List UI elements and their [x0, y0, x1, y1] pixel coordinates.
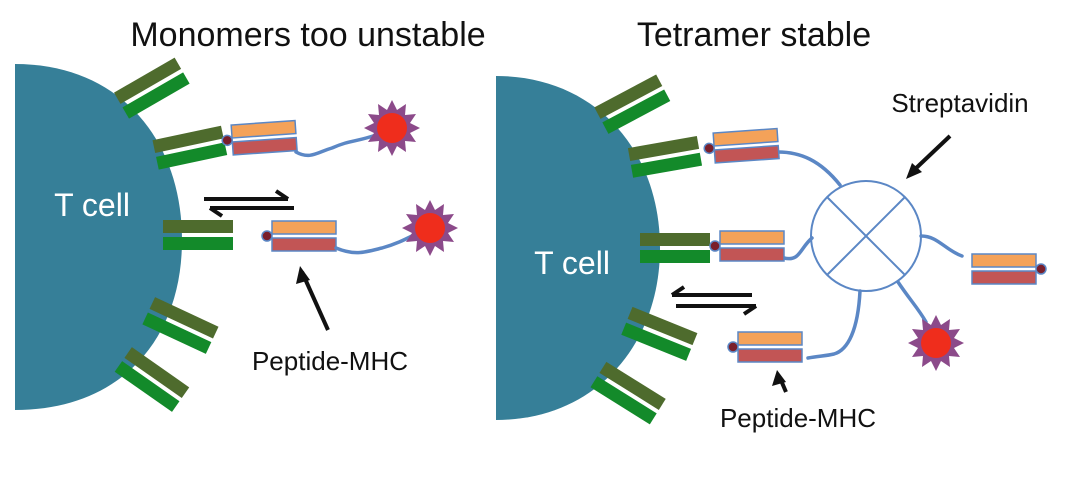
right-free-pmhc-side	[971, 253, 1047, 285]
left-pmhc-label: Peptide-MHC	[252, 346, 408, 376]
left-free-pmhc	[261, 220, 337, 252]
streptavidin	[810, 180, 922, 292]
tcr-receptor	[152, 125, 228, 170]
tcr-receptor	[590, 361, 666, 425]
tcr-receptor	[621, 306, 698, 361]
right-equilibrium-arrows	[670, 285, 758, 316]
left-panel: Monomers too unstable T cell Peptide-M	[15, 16, 486, 412]
left-bound-tether	[294, 133, 378, 158]
tether-middle	[782, 236, 814, 261]
left-free-tether	[334, 233, 416, 255]
left-t-cell-label: T cell	[54, 187, 130, 223]
right-panel: Tetramer stable T cell	[496, 16, 1047, 433]
streptavidin-label: Streptavidin	[891, 88, 1028, 118]
left-equilibrium-arrows	[204, 189, 294, 218]
tcr-receptor	[627, 136, 703, 178]
right-t-cell	[496, 76, 660, 420]
right-pmhc-label: Peptide-MHC	[720, 403, 876, 433]
tether-right	[919, 234, 964, 258]
right-free-pmhc-bottom	[727, 331, 803, 363]
right-bound-pmhc-middle	[709, 230, 785, 262]
streptavidin-pointer	[910, 134, 952, 174]
left-t-cell	[15, 64, 182, 410]
left-free-fluorophore	[402, 200, 458, 256]
left-panel-title: Monomers too unstable	[130, 16, 485, 54]
right-fluorophore	[908, 315, 964, 371]
left-pmhc-pointer	[300, 271, 330, 331]
left-bound-pmhc	[220, 119, 298, 157]
tcr-receptor	[114, 57, 190, 119]
left-pmhc-arrowhead	[296, 266, 310, 284]
tcr-receptor	[142, 297, 219, 354]
tcr-receptor	[114, 347, 190, 412]
tether-top	[776, 150, 842, 187]
right-t-cell-label: T cell	[534, 245, 610, 281]
tether-fluorophore	[896, 280, 928, 324]
right-bound-pmhc-top	[702, 127, 780, 165]
right-pmhc-arrowhead	[772, 370, 786, 386]
tcr-receptor	[594, 74, 671, 134]
streptavidin-arrowhead	[906, 163, 922, 179]
tether-bottom	[806, 289, 862, 360]
left-bound-fluorophore	[364, 100, 420, 156]
right-panel-title: Tetramer stable	[637, 16, 871, 54]
